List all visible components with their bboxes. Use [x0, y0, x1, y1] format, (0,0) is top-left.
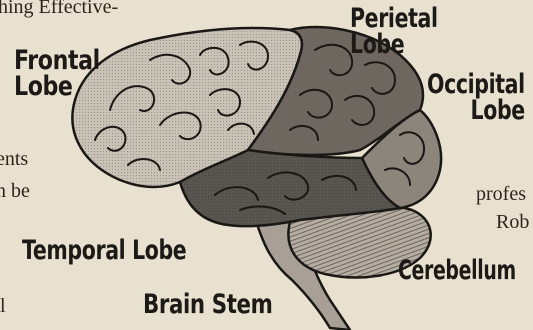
occipital-lobe-label: Occipital Lobe — [427, 72, 525, 125]
frontal-lobe-label-line2: Lobe — [14, 74, 100, 100]
occipital-lobe-label-line2: Lobe — [427, 98, 525, 124]
frontal-lobe-label: Frontal Lobe — [14, 48, 100, 101]
parietal-lobe-label: Perietal Lobe — [350, 6, 489, 59]
brain-stem-label: Brain Stem — [143, 292, 272, 318]
cerebellum-label: Cerebellum — [398, 258, 516, 284]
temporal-lobe-label: Temporal Lobe — [22, 238, 186, 264]
